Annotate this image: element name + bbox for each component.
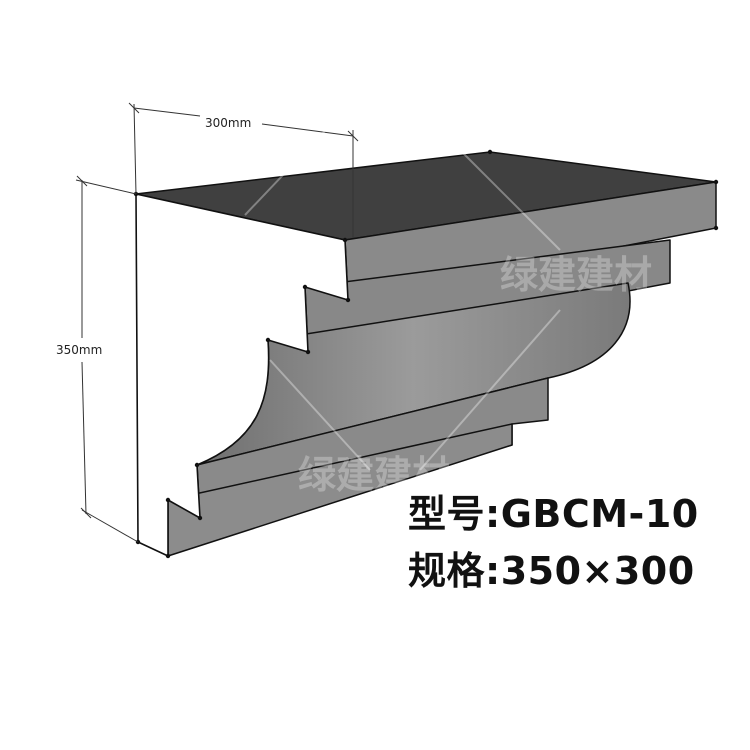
width-dimension (128, 102, 359, 238)
watermark: 绿建建材 绿建建材 (244, 114, 652, 497)
vertex-markers (133, 149, 719, 559)
model-number-label: 型号:GBCM-10 (408, 492, 699, 536)
height-dimension (75, 175, 139, 543)
spec-size-label: 规格:350×300 (408, 549, 695, 593)
watermark-text-upper: 绿建建材 (500, 253, 652, 297)
watermark-text-lower: 绿建建材 (298, 453, 450, 497)
width-dimension-label: 300mm (205, 116, 251, 130)
end-profile (135, 193, 349, 557)
height-dimension-label: 350mm (56, 343, 102, 357)
